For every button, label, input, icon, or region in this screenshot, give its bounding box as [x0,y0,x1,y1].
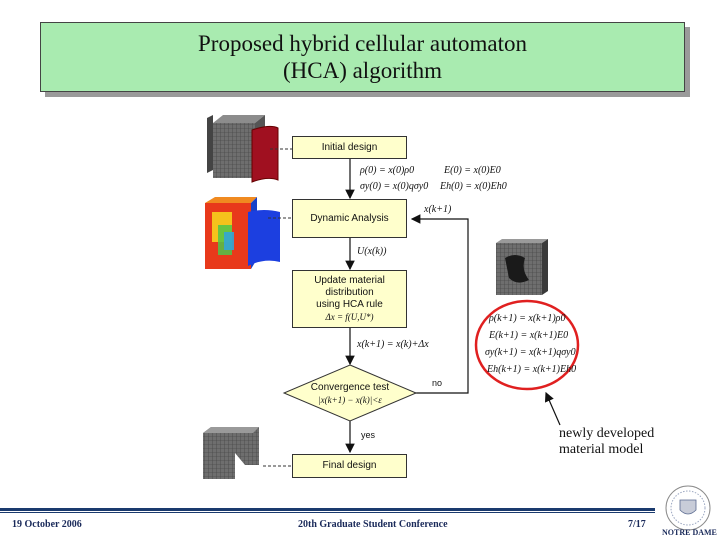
yes-label: yes [361,430,376,440]
model-sigma-eq: σy(k+1) = x(k+1)qσy0 [485,347,576,358]
initial-design-box: Initial design [292,136,407,159]
material-model-image [496,239,548,295]
init-E-eq: E(0) = x(0)E0 [444,165,501,176]
footer-date: 19 October 2006 [12,519,82,530]
final-design-box: Final design [292,454,407,478]
annotation-line-2: material model [559,442,644,457]
convergence-rule: |x(k+1) − x(k)|<ε [318,395,382,405]
footer-rule [0,508,655,511]
model-Eh-eq: Eh(k+1) = x(k+1)Eh0 [487,364,577,375]
annotation-text: newly developed material model [559,426,654,458]
footer-page: 7/17 [628,519,646,530]
update-line-2: distribution [325,287,374,298]
model-rho-eq: ρ(k+1) = x(k+1)ρ0 [489,313,566,324]
update-line-3: using HCA rule [316,299,383,310]
footer-rule-thin [0,512,655,513]
init-rho-eq: ρ(0) = x(0)ρ0 [360,165,415,176]
logo-text: NOTRE DAME [662,528,717,537]
convergence-diamond [282,364,418,422]
title-line-2: (HCA) algorithm [282,58,443,83]
notre-dame-logo [665,485,711,531]
highlight-ring [474,299,580,391]
init-sigma-eq: σy(0) = x(0)qσy0 [360,181,429,192]
convergence-test-text: Convergence test |x(k+1) − x(k)|<ε [296,380,404,408]
title-line-1: Proposed hybrid cellular automaton [198,31,527,56]
model-E-eq: E(k+1) = x(k+1)E0 [489,330,569,341]
dynamic-analysis-box: Dynamic Analysis [292,199,407,238]
final-design-model-image [203,427,259,479]
update-rule: Δx = f(U,U*) [325,312,374,322]
feedback-eq: x(k+1) [424,204,452,215]
initial-design-model-image [207,115,279,183]
update-line-1: Update material [314,275,385,286]
convergence-label: Convergence test [310,382,390,393]
initial-design-label: Initial design [321,141,378,153]
update-eq: x(k+1) = x(k)+Δx [357,339,429,350]
title-banner: Proposed hybrid cellular automaton (HCA)… [40,22,685,92]
dynamic-analysis-label: Dynamic Analysis [310,212,389,224]
no-label: no [432,378,443,388]
footer-conference: 20th Graduate Student Conference [298,519,448,530]
annotation-line-1: newly developed [559,426,655,441]
update-material-box: Update material distribution using HCA r… [292,270,407,328]
init-Eh-eq: Eh(0) = x(0)Eh0 [440,181,507,192]
response-eq: U(x(k)) [357,246,387,257]
dynamic-analysis-model-image [205,197,280,269]
final-design-label: Final design [322,460,377,471]
